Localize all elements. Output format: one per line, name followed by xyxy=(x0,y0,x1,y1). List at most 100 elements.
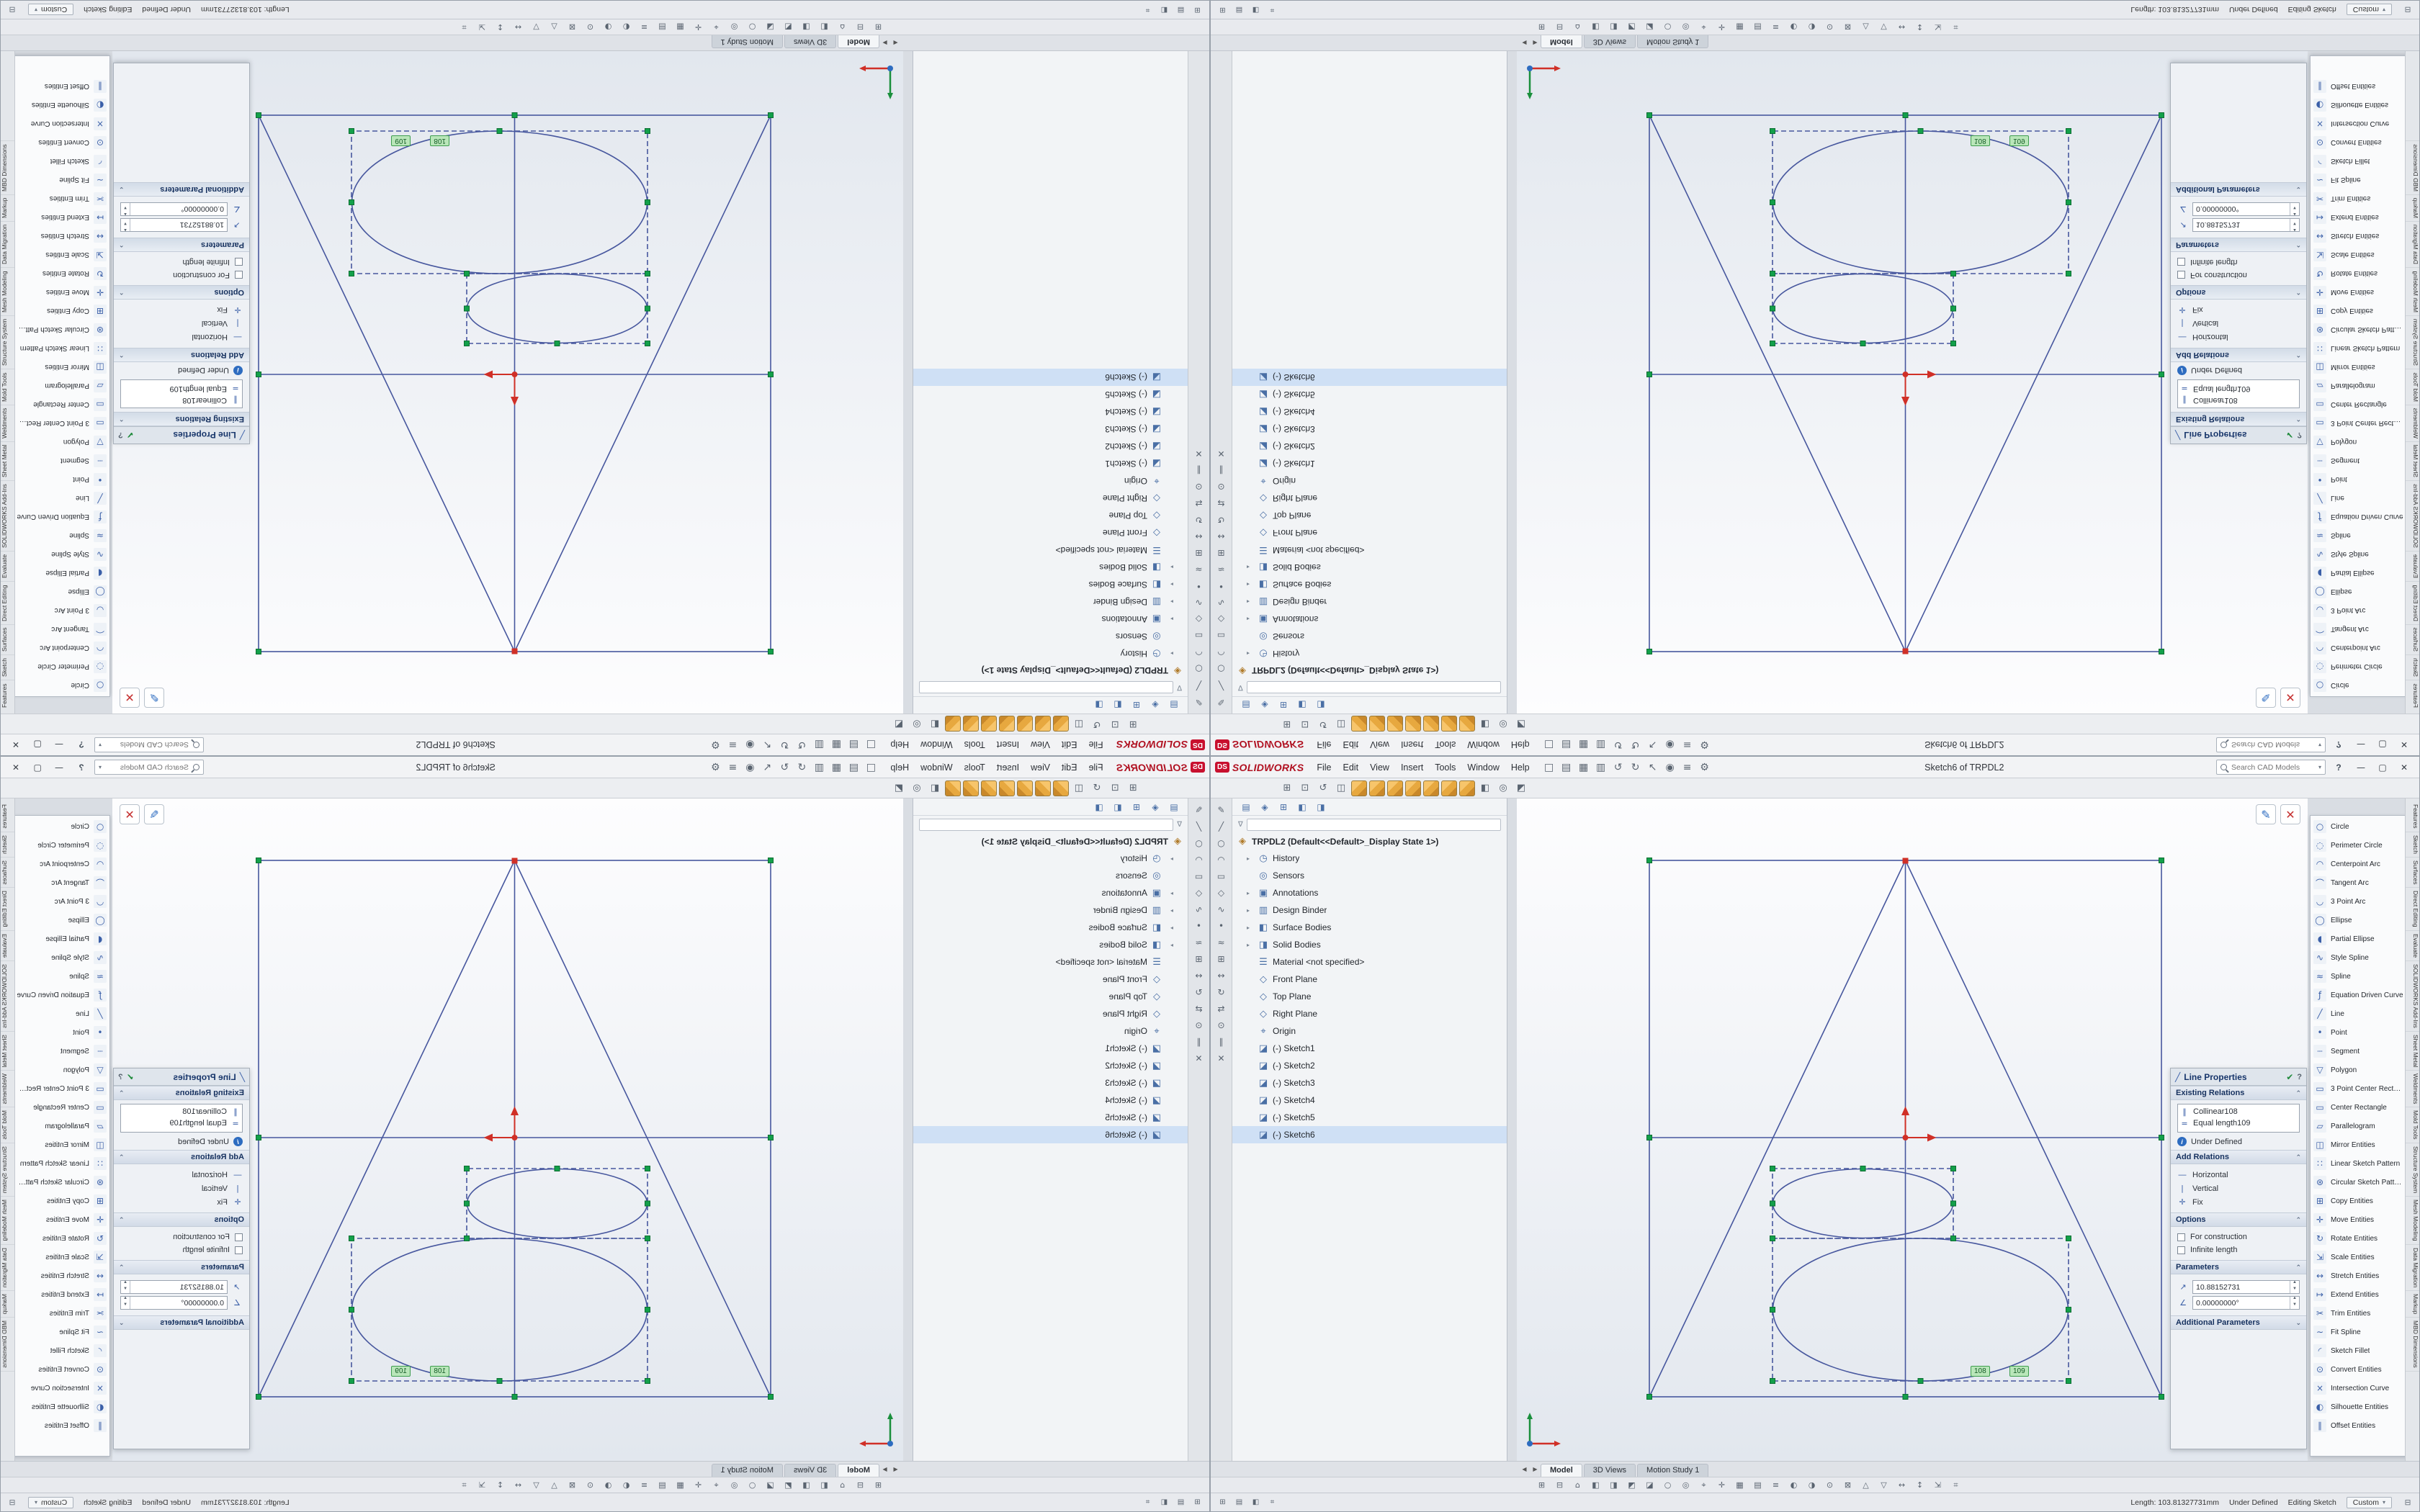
left-view-cube-icon[interactable] xyxy=(1387,716,1403,732)
command-tab[interactable]: SOLIDWORKS Add-Ins xyxy=(1,960,14,1032)
spinner-control[interactable]: ▲▼ xyxy=(2290,203,2299,216)
sketch-tool-item[interactable]: ▽ Polygon xyxy=(2311,433,2407,451)
swap-icon[interactable]: ⇄ xyxy=(1195,498,1203,508)
tree-item[interactable]: ◇ Front Plane xyxy=(913,524,1188,541)
exit-sketch-icon[interactable]: ✎ xyxy=(144,804,164,824)
fit-spline-icon[interactable]: ≈ xyxy=(1195,937,1203,948)
tree-item[interactable]: ◇ Top Plane xyxy=(913,507,1188,524)
copy-icon[interactable]: ⊞ xyxy=(1195,954,1203,964)
status-icon[interactable]: ▤ xyxy=(1177,1498,1185,1506)
tree-item[interactable]: ◪ (-) Sketch2 xyxy=(1232,438,1507,455)
bottom-toolbar-icon[interactable]: ◪ xyxy=(766,1480,774,1490)
tree-item[interactable]: ◪ (-) Sketch4 xyxy=(1232,403,1507,420)
sketch-tool-item[interactable]: ⇲ Scale Entities xyxy=(2311,246,2407,264)
rotate-icon[interactable]: ↻ xyxy=(1195,515,1203,525)
relation-item[interactable]: ∥ Collinear108 xyxy=(2180,1106,2297,1117)
sketch-tool-item[interactable]: ▭ 3 Point Center Rectangle xyxy=(2311,1079,2407,1098)
tree-root-item[interactable]: ◈ TRPDL2 (Default<<Default>_Display Stat… xyxy=(1232,833,1507,850)
sketch-tool-item[interactable]: ▭ Center Rectangle xyxy=(2311,395,2407,414)
bottom-toolbar-icon[interactable]: ⊞ xyxy=(1538,22,1546,32)
sketch-tool-item[interactable]: ✂ Trim Entities xyxy=(2311,189,2407,208)
parameter-value[interactable]: 10.88152731 xyxy=(179,220,224,230)
sketch-tool-item[interactable]: ✛ Move Entities xyxy=(2311,283,2407,302)
featuremanager-tab-icon[interactable]: ▤ xyxy=(1242,700,1250,711)
sketch-tool-item[interactable]: ┄ Segment xyxy=(13,1042,109,1061)
relation-badge[interactable]: 108 xyxy=(430,1366,449,1377)
delete-icon[interactable]: ✕ xyxy=(1195,449,1203,459)
tree-item[interactable]: ☰ Material <not specified> xyxy=(1232,541,1507,559)
bottom-toolbar-icon[interactable]: ◎ xyxy=(730,22,738,32)
additional-parameters-header[interactable]: Additional Parameters xyxy=(114,182,249,197)
tree-item[interactable]: ◪ (-) Sketch2 xyxy=(1232,1057,1507,1074)
pm-ok-icon[interactable]: ✔ xyxy=(2286,430,2294,441)
tree-item[interactable]: ▸ ▥ Design Binder xyxy=(1232,593,1507,611)
stretch-icon[interactable]: ↔ xyxy=(1217,531,1225,541)
checkbox[interactable] xyxy=(235,1233,243,1241)
sketch-tool-item[interactable]: ◜ Sketch Fillet xyxy=(13,152,109,171)
tree-item[interactable]: ◇ Front Plane xyxy=(913,971,1188,988)
save-icon[interactable]: ▦ xyxy=(831,739,842,751)
front-view-cube-icon[interactable] xyxy=(1351,716,1367,732)
spinner-down-icon[interactable]: ▼ xyxy=(2293,221,2297,226)
swap-icon[interactable]: ⇄ xyxy=(1195,1004,1203,1014)
sketch-tool-item[interactable]: ∿ Style Spline xyxy=(13,545,109,564)
rotate-icon[interactable]: ↻ xyxy=(1217,515,1225,525)
bottom-toolbar-icon[interactable]: ▦ xyxy=(1736,1480,1744,1490)
menu-item[interactable]: Insert xyxy=(996,739,1020,750)
undo-icon[interactable]: ↺ xyxy=(1613,739,1623,751)
sketch-tool-item[interactable]: ◯ Ellipse xyxy=(2311,582,2407,601)
relation-item[interactable]: ∥ Collinear108 xyxy=(2180,395,2297,406)
section-view-icon[interactable]: ◫ xyxy=(1074,783,1084,793)
graphics-area[interactable]: 108 109 ✎ ✕ xyxy=(112,51,903,714)
sketch-tool-item[interactable]: ∥ Offset Entities xyxy=(13,77,109,96)
tree-item[interactable]: ◪ (-) Sketch6 xyxy=(913,1126,1188,1143)
sketch-tool-item[interactable]: ↻ Rotate Entities xyxy=(13,264,109,283)
bottom-toolbar-icon[interactable]: ✛ xyxy=(694,22,702,32)
cancel-sketch-icon[interactable]: ✕ xyxy=(2280,688,2300,708)
model-tab[interactable]: Motion Study 1 xyxy=(711,35,783,48)
file-properties-icon[interactable]: ≡ xyxy=(728,761,738,773)
displaymanager-tab-icon[interactable]: ◨ xyxy=(1317,700,1325,711)
add-relations-header[interactable]: Add Relations xyxy=(114,348,249,362)
pm-help-icon[interactable]: ? xyxy=(2297,431,2302,440)
graphics-area[interactable]: 108 109 ✎ ✕ xyxy=(1517,51,2308,714)
command-tab[interactable]: SOLIDWORKS Add-Ins xyxy=(1,480,14,552)
sketch-tool-item[interactable]: ◌ Perimeter Circle xyxy=(2311,836,2407,855)
sketch-tool-item[interactable]: ⊙ Convert Entities xyxy=(2311,1360,2407,1379)
tree-item[interactable]: ▸ ▥ Design Binder xyxy=(913,593,1188,611)
additional-parameters-header[interactable]: Additional Parameters xyxy=(114,1315,249,1330)
line-icon[interactable]: ╱ xyxy=(1218,680,1224,690)
bottom-toolbar-icon[interactable]: ≡ xyxy=(1772,22,1780,32)
tree-item[interactable]: ◪ (-) Sketch5 xyxy=(913,1109,1188,1126)
sketch-tool-item[interactable]: ∿ Style Spline xyxy=(2311,948,2407,967)
command-tab[interactable]: MBD Dimensions xyxy=(2406,1318,2419,1372)
sketch-tool-item[interactable]: ↻ Rotate Entities xyxy=(13,1229,109,1248)
stretch-icon[interactable]: ↔ xyxy=(1195,531,1203,541)
spline-icon[interactable]: ∿ xyxy=(1195,598,1203,608)
existing-relations-header[interactable]: Existing Relations xyxy=(114,1086,249,1100)
status-tack-icon[interactable]: ⊟ xyxy=(9,1498,16,1507)
bottom-toolbar-icon[interactable]: ○ xyxy=(1664,22,1672,32)
sketch-tool-item[interactable]: ╱ Line xyxy=(2311,1004,2407,1023)
sketch-tool-item[interactable]: • Point xyxy=(13,1023,109,1042)
bottom-toolbar-icon[interactable]: △ xyxy=(551,1480,557,1490)
tree-item[interactable]: ▸ ◷ History xyxy=(1232,850,1507,867)
search-input[interactable] xyxy=(2229,762,2316,773)
tree-item[interactable]: ◪ (-) Sketch4 xyxy=(1232,1092,1507,1109)
sketch-tool-item[interactable]: ✛ Move Entities xyxy=(13,1210,109,1229)
sketch-tool-item[interactable]: × Intersection Curve xyxy=(2311,114,2407,133)
tree-item[interactable]: ▸ ▣ Annotations xyxy=(913,611,1188,628)
convert-icon[interactable]: ⊙ xyxy=(1195,482,1203,492)
featuremanager-tab-icon[interactable]: ▤ xyxy=(1242,801,1250,812)
options-icon[interactable]: ⚙ xyxy=(1700,739,1709,751)
sketch-tool-item[interactable]: ╱ Line xyxy=(13,1004,109,1023)
bottom-toolbar-icon[interactable]: ⊟ xyxy=(856,1480,864,1490)
options-header[interactable]: Options xyxy=(2171,285,2306,300)
tree-item[interactable]: ▸ ◧ Surface Bodies xyxy=(1232,576,1507,593)
tree-root-item[interactable]: ◈ TRPDL2 (Default<<Default>_Display Stat… xyxy=(913,662,1188,679)
bottom-toolbar-icon[interactable]: △ xyxy=(551,22,557,32)
display-style-icon[interactable]: ◧ xyxy=(1480,783,1490,793)
sketch-tool-item[interactable]: ◡ 3 Point Arc xyxy=(13,892,109,911)
model-tab[interactable]: Model xyxy=(1541,35,1582,48)
menu-item[interactable]: View xyxy=(1370,762,1389,773)
